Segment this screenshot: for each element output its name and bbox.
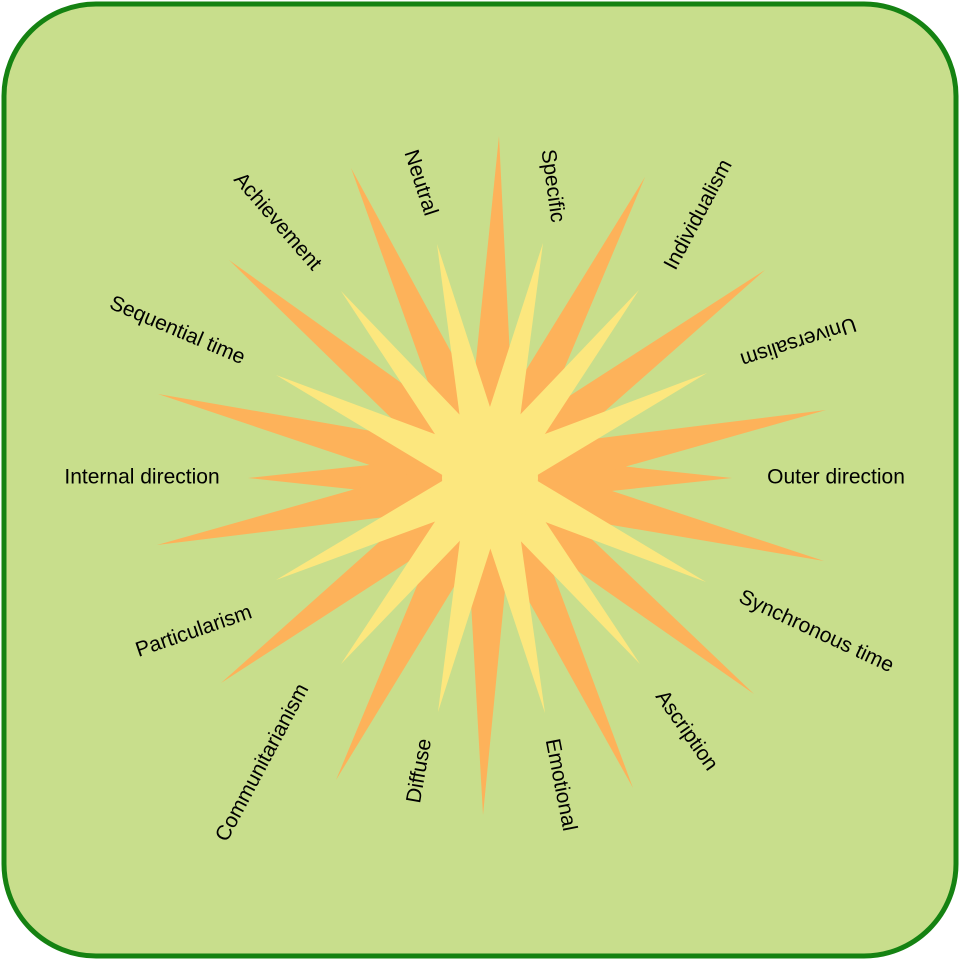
- long-ray: [157, 452, 496, 545]
- short-ray: [437, 244, 512, 483]
- starburst-core: [442, 430, 538, 526]
- short-ray: [480, 458, 706, 582]
- short-ray: [480, 373, 707, 498]
- starburst: [157, 136, 826, 815]
- label-internal-direction: Internal direction: [64, 466, 219, 489]
- long-ray: [483, 452, 824, 561]
- label-outer-direction: Outer direction: [767, 466, 905, 489]
- short-ray: [468, 472, 545, 713]
